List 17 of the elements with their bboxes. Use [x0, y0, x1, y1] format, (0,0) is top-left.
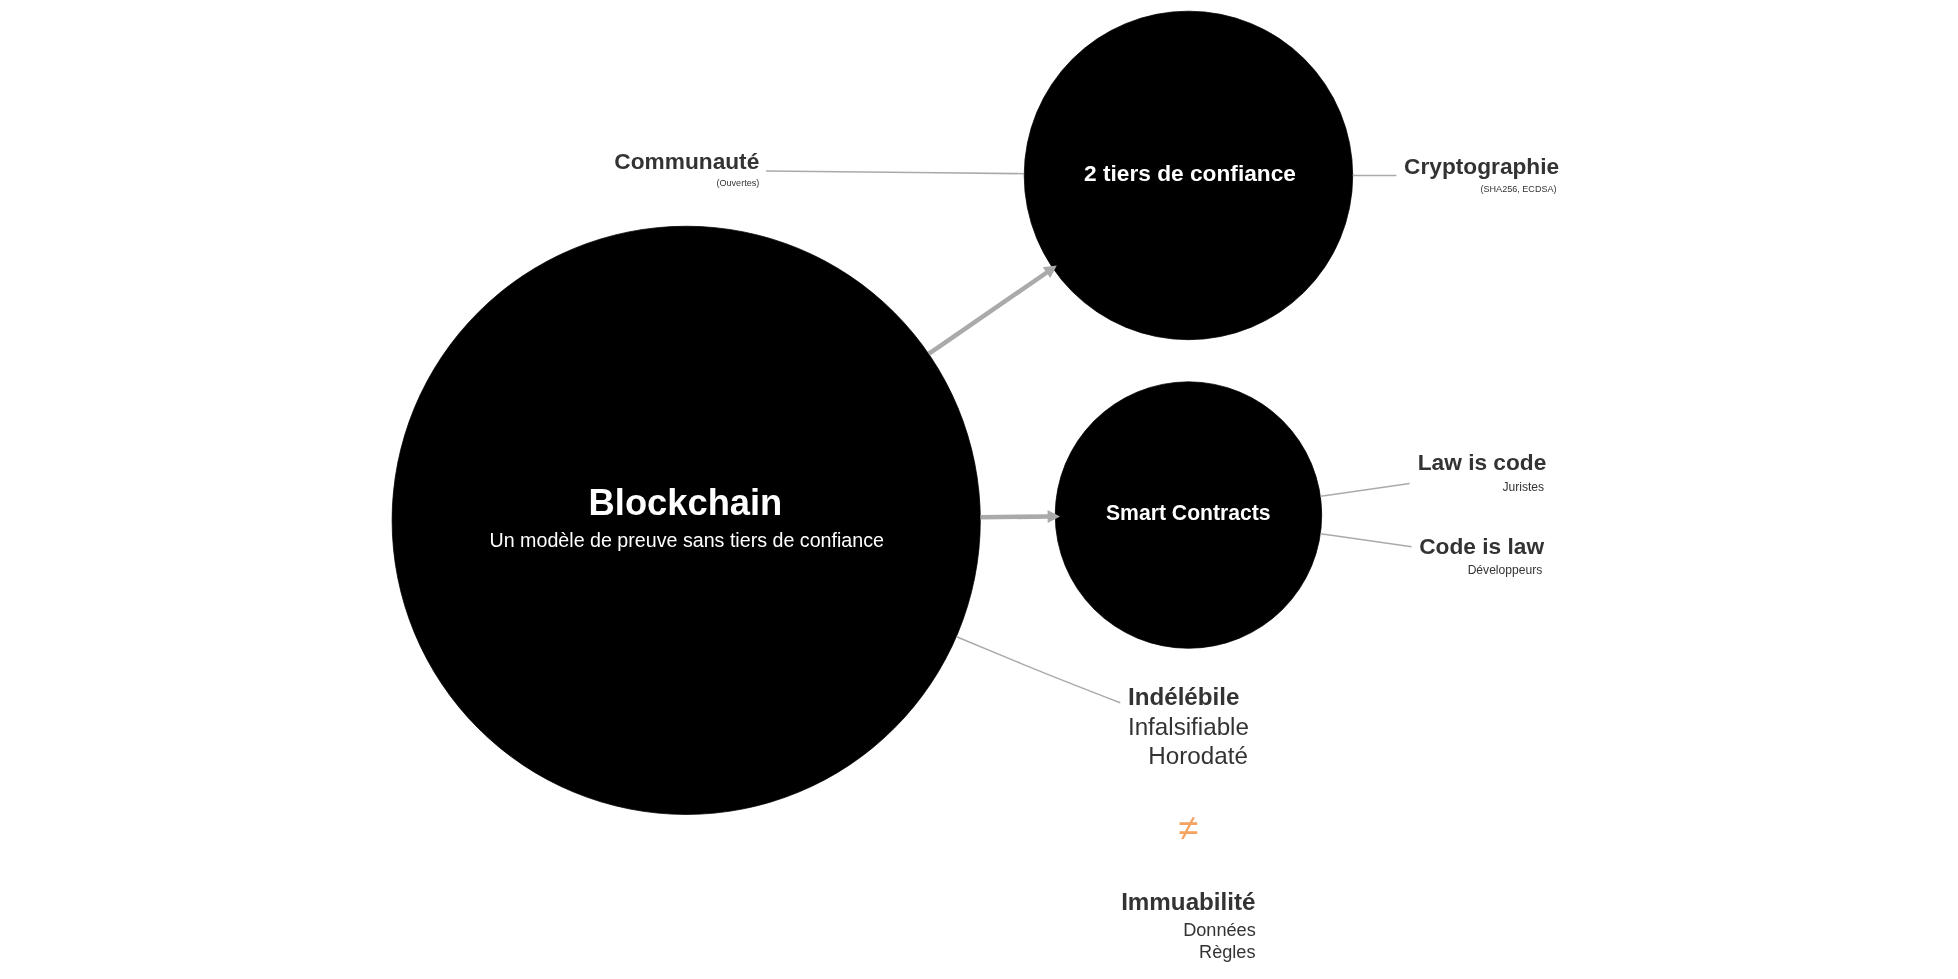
- node-circle: 2 tiers de confiance: [1023, 10, 1354, 341]
- arrow: [927, 265, 1057, 356]
- connector: [1352, 174, 1398, 177]
- node-text: Code is law Développeurs: [1419, 532, 1545, 577]
- connector: [1319, 533, 1413, 548]
- node-text: Communauté (Ouvertes): [614, 147, 760, 189]
- label: ≠: [1178, 807, 1199, 849]
- node-text: Law is code Juristes: [1417, 449, 1547, 494]
- node-circle: Blockchain Un modèle de preuve sans tiers de confiance: [391, 225, 981, 815]
- connector: [955, 636, 1122, 704]
- connector: [1319, 482, 1411, 498]
- arrow: [980, 510, 1061, 524]
- connector: [765, 170, 1025, 175]
- node-text: Indélébile Infalsifiable Horodaté: [1127, 682, 1249, 770]
- node-circle: Smart Contracts: [1054, 381, 1323, 649]
- node-text: Immuabilité Données Règles: [1121, 888, 1256, 963]
- node-text: Cryptographie (SHA256, ECDSA): [1404, 152, 1560, 194]
